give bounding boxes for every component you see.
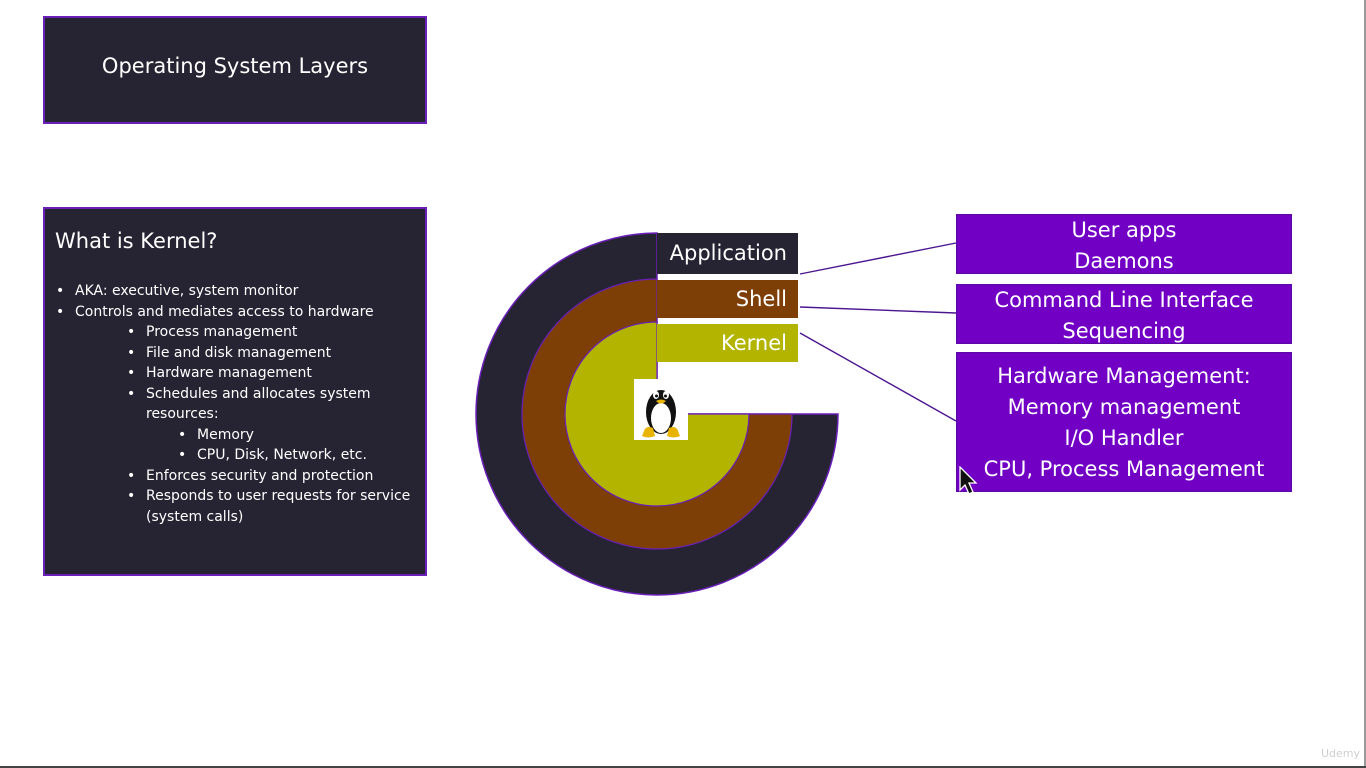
- application-description-box: User apps Daemons: [956, 214, 1292, 274]
- description-line: CPU, Process Management: [983, 457, 1265, 481]
- video-frame-edge: [0, 766, 1366, 768]
- kernel-panel-heading: What is Kernel?: [55, 229, 218, 253]
- kernel-description-box: Hardware Management: Memory management I…: [956, 352, 1292, 492]
- video-frame-edge: [1364, 0, 1366, 768]
- sub-bullet-list: Process management File and disk managem…: [75, 322, 415, 527]
- bullet-item: Controls and mediates access to hardware…: [55, 302, 415, 528]
- description-line: I/O Handler: [1064, 426, 1184, 450]
- bullet-item: AKA: executive, system monitor: [55, 281, 415, 302]
- linux-tux-icon: [634, 379, 688, 440]
- description-line: Memory management: [1007, 395, 1241, 419]
- sub-bullet-item: Enforces security and protection: [75, 466, 415, 487]
- description-line: Sequencing: [1062, 319, 1186, 343]
- kernel-connector-line: [799, 332, 957, 422]
- sub-bullet-item: Process management: [75, 322, 415, 343]
- application-connector-line: [799, 242, 957, 275]
- title-box: Operating System Layers: [43, 16, 427, 124]
- sub-sub-bullet-item: Memory: [75, 425, 415, 446]
- sub-sub-bullet-list: Memory CPU, Disk, Network, etc.: [75, 425, 415, 466]
- shell-description-box: Command Line Interface Sequencing: [956, 284, 1292, 344]
- sub-sub-bullet-item: CPU, Disk, Network, etc.: [75, 445, 415, 466]
- sub-bullet-item: Responds to user requests for service(sy…: [75, 486, 415, 527]
- shell-layer-label: Shell: [657, 280, 798, 318]
- kernel-info-panel: What is Kernel? AKA: executive, system m…: [43, 207, 427, 576]
- udemy-watermark: Udemy: [1320, 747, 1360, 760]
- description-line: Daemons: [1074, 249, 1174, 273]
- page-title: Operating System Layers: [101, 54, 369, 78]
- mouse-cursor-icon: [958, 465, 978, 496]
- shell-connector-line: [799, 306, 957, 314]
- kernel-layer-label: Kernel: [657, 324, 798, 362]
- application-layer-label: Application: [657, 233, 798, 274]
- sub-bullet-item: Hardware management: [75, 363, 415, 384]
- description-line: Command Line Interface: [994, 288, 1254, 312]
- description-line: User apps: [1071, 218, 1177, 242]
- description-line: Hardware Management:: [997, 364, 1251, 388]
- sub-bullet-item: Schedules and allocates systemresources:…: [75, 384, 415, 466]
- kernel-ring: [564, 321, 750, 507]
- kernel-bullet-list: AKA: executive, system monitor Controls …: [55, 281, 415, 527]
- sub-bullet-item: File and disk management: [75, 343, 415, 364]
